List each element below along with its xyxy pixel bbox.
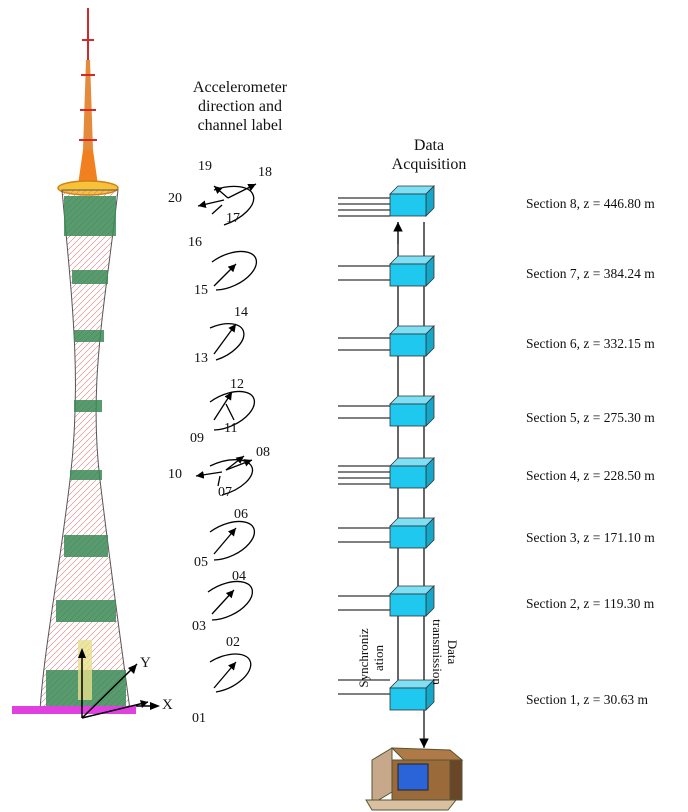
- accelerometer-header: Accelerometer direction and channel labe…: [170, 78, 310, 135]
- coordinate-axes: [78, 648, 160, 719]
- computer-icon: [365, 747, 464, 811]
- channel-label-05: 05: [194, 555, 208, 570]
- input-lines: [338, 197, 390, 695]
- acquisition-module-s2: [389, 585, 435, 617]
- sensor-group-s3: [209, 520, 255, 561]
- acquisition-module-s5: [389, 395, 435, 427]
- section-label-8: Section 8, z = 446.80 m: [526, 196, 655, 211]
- sensor-group-s2: [207, 580, 253, 621]
- channel-label-10: 10: [168, 467, 182, 482]
- acquisition-module-s1: [389, 679, 435, 711]
- section-label-4: Section 4, z = 228.50 m: [526, 468, 655, 483]
- channel-label-12: 12: [230, 377, 244, 392]
- accelerometer-header-line2: direction and: [198, 98, 282, 115]
- section-label-3: Section 3, z = 171.10 m: [526, 530, 655, 545]
- channel-label-16: 16: [188, 235, 202, 250]
- acquisition-module-s4: [389, 457, 435, 489]
- synchronization-label: Synchroniz ation: [356, 628, 386, 688]
- section-label-1: Section 1, z = 30.63 m: [526, 692, 648, 707]
- channel-label-18: 18: [258, 165, 272, 180]
- section-label-5: Section 5, z = 275.30 m: [526, 410, 655, 425]
- channel-label-03: 03: [192, 619, 206, 634]
- section-label-2: Section 2, z = 119.30 m: [526, 596, 655, 611]
- channel-label-11: 11: [224, 421, 238, 436]
- transmission-label: Data transmission: [430, 612, 460, 692]
- channel-label-07: 07: [218, 485, 232, 500]
- channel-label-19: 19: [198, 159, 212, 174]
- axis-label-x: X: [162, 697, 173, 713]
- acquisition-module-s6: [389, 325, 435, 357]
- sensor-group-s4: [195, 455, 254, 496]
- channel-label-01: 01: [192, 711, 206, 726]
- sensor-group-s1: [209, 653, 252, 693]
- tower-antenna: [78, 8, 98, 185]
- section-label-6: Section 6, z = 332.15 m: [526, 336, 655, 351]
- channel-label-15: 15: [194, 283, 208, 298]
- acquisition-module-s8: [389, 185, 435, 217]
- acquisition-module-s7: [389, 255, 435, 287]
- sensor-group-s8: [197, 183, 257, 226]
- transmission-label-line1: Data: [445, 639, 460, 665]
- channel-label-09: 09: [190, 431, 204, 446]
- tower-base: [12, 706, 136, 714]
- channel-label-17: 17: [226, 211, 240, 226]
- acquisition-header: Data Acquisition: [374, 136, 484, 174]
- sensor-group-s5: [209, 390, 255, 431]
- accelerometer-header-line1: Accelerometer: [192, 79, 288, 96]
- channel-label-02: 02: [226, 635, 240, 650]
- acquisition-header-line1: Data: [413, 137, 445, 154]
- channel-label-04: 04: [232, 569, 246, 584]
- sensor-group-s6: [209, 323, 245, 361]
- sensor-group-s7: [211, 250, 257, 291]
- channel-label-14: 14: [234, 305, 248, 320]
- channel-label-13: 13: [194, 351, 208, 366]
- channel-label-06: 06: [234, 507, 248, 522]
- axis-label-y: Y: [140, 655, 151, 671]
- transmission-label-line2: transmission: [430, 619, 445, 685]
- channel-label-20: 20: [168, 191, 182, 206]
- acquisition-module-s3: [389, 517, 435, 549]
- section-label-7: Section 7, z = 384.24 m: [526, 266, 655, 281]
- accelerometer-header-line3: channel label: [197, 117, 283, 134]
- channel-label-08: 08: [256, 445, 270, 460]
- acquisition-header-line2: Acquisition: [391, 156, 467, 173]
